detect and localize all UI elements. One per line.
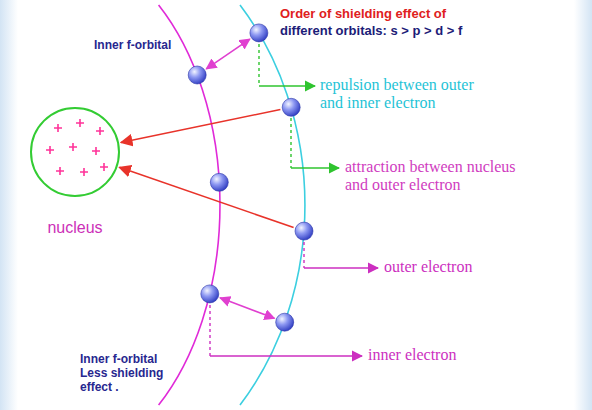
outer-electron bbox=[295, 222, 313, 240]
repulsion-arrow bbox=[220, 298, 274, 319]
leader-arrow bbox=[291, 167, 339, 169]
leader-dashed bbox=[209, 305, 210, 356]
leader-arrow bbox=[304, 267, 378, 269]
label-holder: inner electron bbox=[368, 346, 456, 364]
callout-text: repulsion between outer and inner electr… bbox=[320, 76, 485, 112]
leader-arrow bbox=[210, 355, 362, 357]
proton-charges bbox=[46, 119, 108, 176]
leader-arrow bbox=[259, 85, 315, 87]
inner-electron bbox=[201, 285, 219, 303]
outer-shell-arc bbox=[240, 5, 305, 405]
outer-electron bbox=[250, 24, 268, 42]
attraction-arrow bbox=[119, 167, 293, 227]
callout-text: attraction between nucleus and outer ele… bbox=[345, 158, 525, 194]
orbital-note: Inner f-orbital Less shielding effect . bbox=[80, 352, 168, 394]
outer-electron bbox=[282, 98, 300, 116]
nucleus-outline bbox=[31, 108, 119, 196]
inner-electron bbox=[188, 66, 206, 84]
leader-dashed bbox=[258, 44, 259, 86]
callout-text: outer electron bbox=[384, 258, 472, 276]
repulsion-arrow bbox=[206, 39, 250, 69]
callout-text: inner electron bbox=[368, 346, 456, 364]
label-holder: attraction between nucleus and outer ele… bbox=[345, 158, 525, 194]
label-holder: different orbitals: s > p > d > f bbox=[280, 23, 462, 39]
label-holder: outer electron bbox=[384, 258, 472, 276]
outer-electron bbox=[276, 313, 294, 331]
electrons bbox=[188, 24, 313, 331]
label-holder: repulsion between outer and inner electr… bbox=[320, 76, 485, 112]
leader-dashed bbox=[303, 242, 304, 268]
label-holder: Inner f-orbital Less shielding effect . bbox=[80, 352, 168, 394]
inner-electron bbox=[210, 173, 228, 191]
leader-dashed bbox=[290, 118, 291, 168]
node-label: nucleus bbox=[47, 219, 102, 237]
orbital-label: Inner f-orbital bbox=[94, 38, 171, 52]
label-holder: Order of shielding effect of bbox=[280, 6, 446, 22]
nucleus-outline bbox=[30, 107, 120, 237]
nucleus-circle: nucleus bbox=[30, 107, 120, 237]
label-holder: Inner f-orbital bbox=[94, 38, 171, 52]
shielding-order: different orbitals: s > p > d > f bbox=[280, 23, 462, 39]
attraction-arrow bbox=[121, 110, 280, 143]
shielding-note: Order of shielding effect of bbox=[280, 6, 446, 22]
